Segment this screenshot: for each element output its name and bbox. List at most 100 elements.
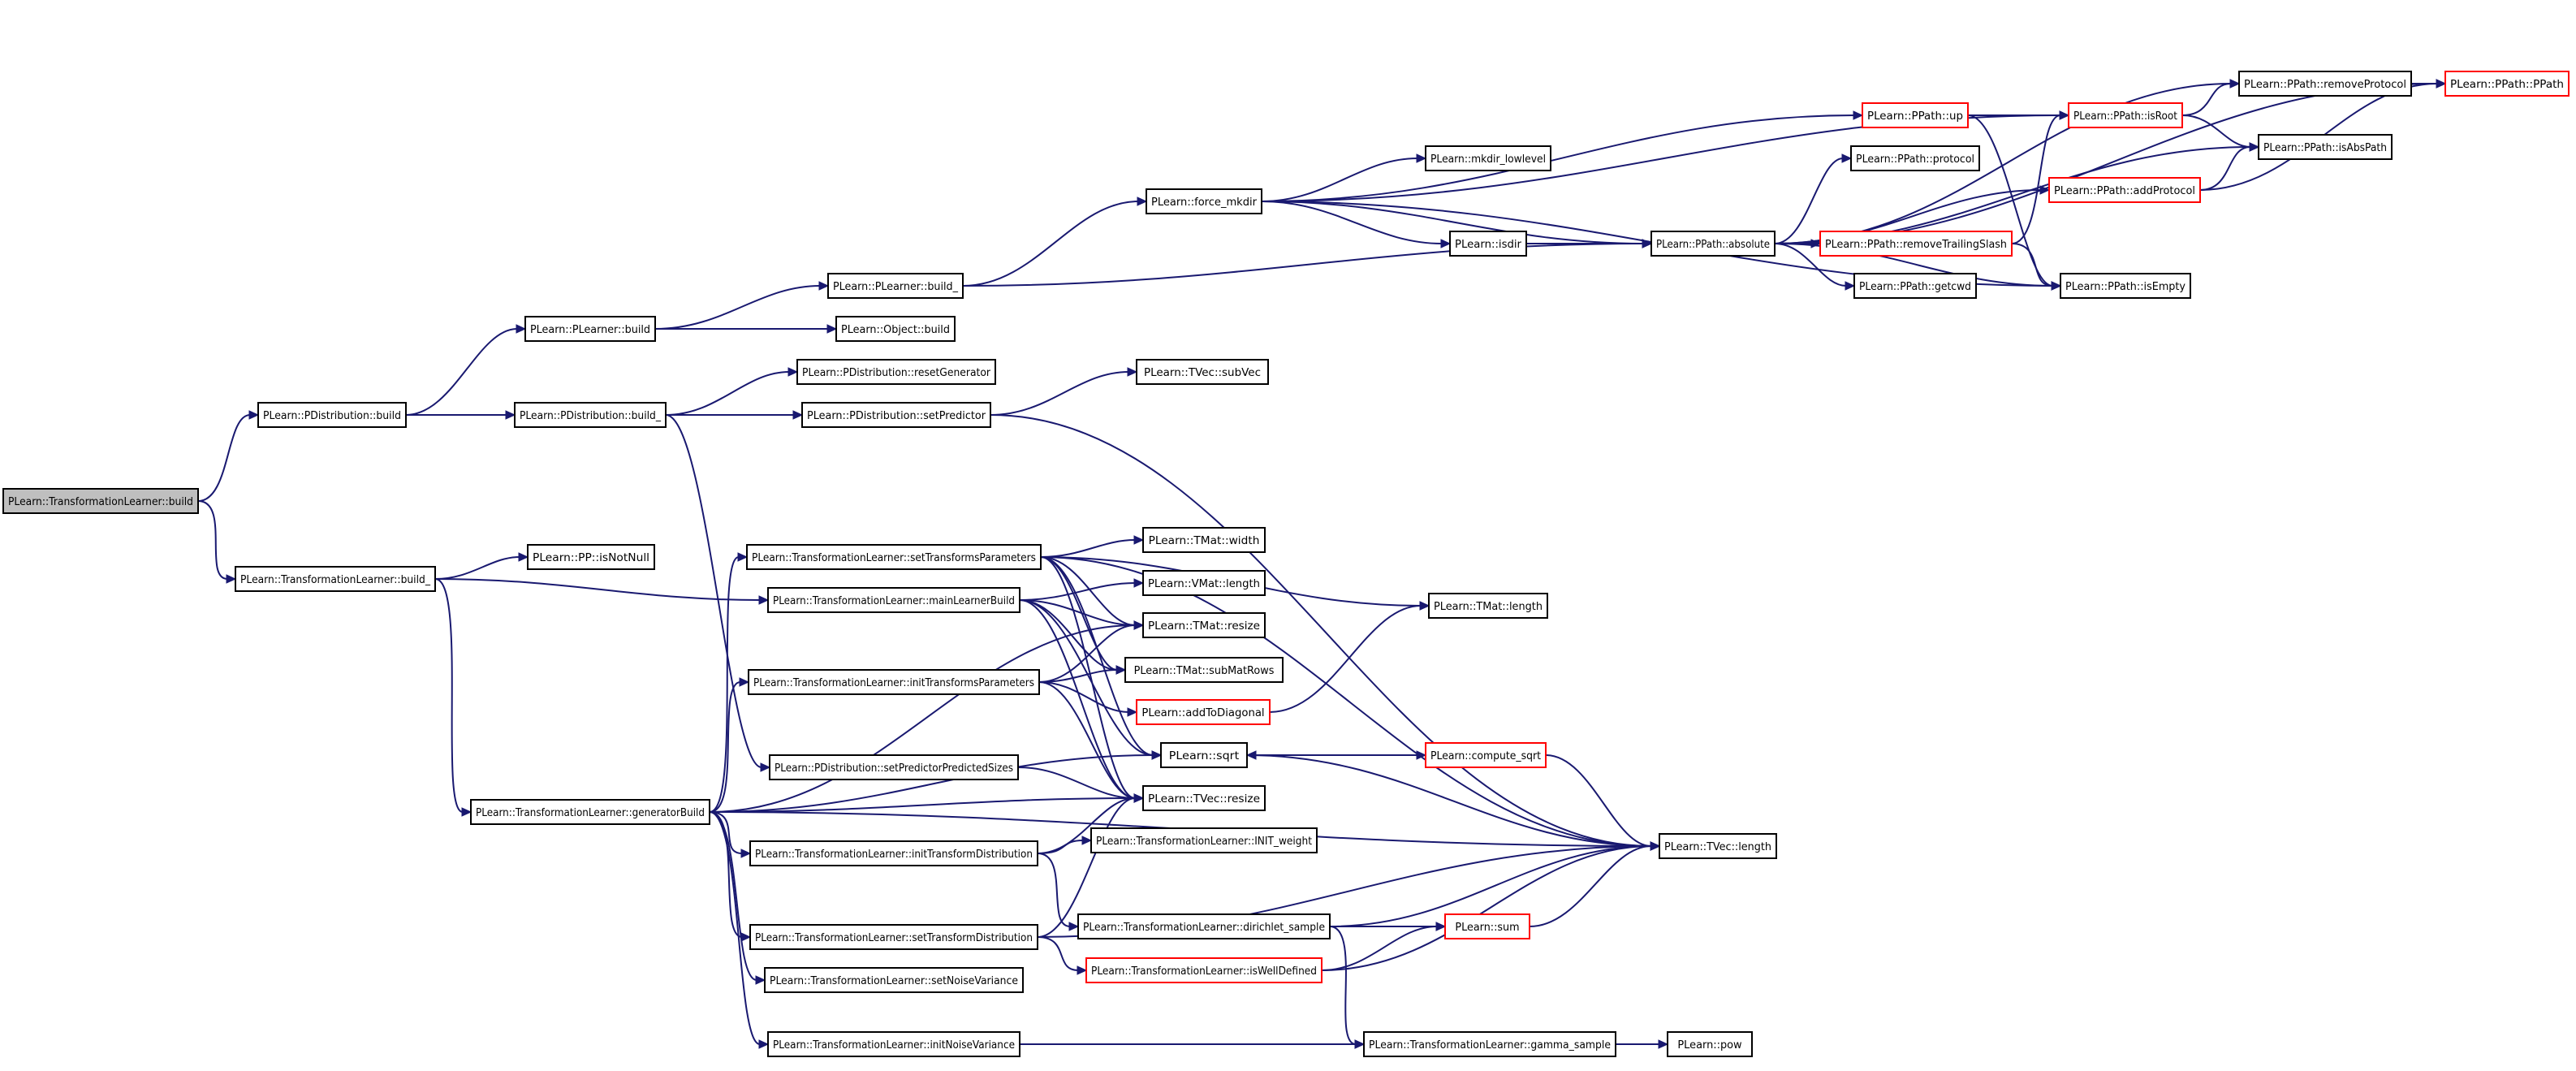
- node-box[interactable]: [1449, 231, 1527, 257]
- node-pd-resetgen[interactable]: PLearn::PDistribution::resetGenerator: [796, 359, 996, 385]
- node-box[interactable]: [1819, 231, 2013, 257]
- node-pd-build-[interactable]: PLearn::PDistribution::build_: [514, 402, 667, 428]
- node-box[interactable]: [764, 967, 1024, 993]
- node-pp-getcwd[interactable]: PLearn::PPath::getcwd: [1853, 273, 1977, 299]
- node-box[interactable]: [801, 402, 991, 428]
- node-pd-build[interactable]: PLearn::PDistribution::build: [257, 402, 407, 428]
- node-tl-inittd[interactable]: PLearn::TransformationLearner::initTrans…: [749, 840, 1038, 866]
- node-tl-initnv[interactable]: PLearn::TransformationLearner::initNoise…: [767, 1031, 1020, 1057]
- node-box[interactable]: [2068, 102, 2183, 128]
- node-box[interactable]: [767, 587, 1020, 613]
- node-tl-inittp[interactable]: PLearn::TransformationLearner::initTrans…: [748, 669, 1040, 695]
- node-box[interactable]: [749, 924, 1038, 950]
- node-tmat-resize[interactable]: PLearn::TMat::resize: [1142, 612, 1266, 638]
- node-compute-sqrt[interactable]: PLearn::compute_sqrt: [1425, 742, 1547, 768]
- node-box[interactable]: [827, 273, 964, 299]
- node-box[interactable]: [767, 1031, 1020, 1057]
- node-box[interactable]: [1659, 833, 1777, 859]
- node-tvec-length[interactable]: PLearn::TVec::length: [1659, 833, 1777, 859]
- node-box[interactable]: [1136, 359, 1269, 385]
- node-pow[interactable]: PLearn::pow: [1667, 1031, 1753, 1057]
- node-box[interactable]: [514, 402, 667, 428]
- node-tmat-submatrows[interactable]: PLearn::TMat::subMatRows: [1124, 657, 1284, 683]
- node-box[interactable]: [1850, 145, 1980, 171]
- node-obj-build[interactable]: PLearn::Object::build: [835, 316, 956, 342]
- node-tl-build[interactable]: PLearn::TransformationLearner::build: [2, 488, 199, 514]
- node-tvec-subvec[interactable]: PLearn::TVec::subVec: [1136, 359, 1269, 385]
- node-box[interactable]: [1425, 742, 1547, 768]
- node-box[interactable]: [1444, 913, 1530, 939]
- node-pp-ppath[interactable]: PLearn::PPath::PPath: [2444, 71, 2570, 97]
- node-box[interactable]: [1142, 612, 1266, 638]
- node-box[interactable]: [1146, 188, 1262, 214]
- node-sqrt[interactable]: PLearn::sqrt: [1160, 742, 1248, 768]
- node-tl-gamma[interactable]: PLearn::TransformationLearner::gamma_sam…: [1363, 1031, 1616, 1057]
- node-box[interactable]: [2, 488, 199, 514]
- node-box[interactable]: [2060, 273, 2191, 299]
- node-pd-setpps[interactable]: PLearn::PDistribution::setPredictorPredi…: [769, 754, 1019, 780]
- node-pp-addprotocol[interactable]: PLearn::PPath::addProtocol: [2048, 177, 2201, 203]
- node-box[interactable]: [749, 840, 1038, 866]
- node-tl-setnv[interactable]: PLearn::TransformationLearner::setNoiseV…: [764, 967, 1024, 993]
- node-box[interactable]: [1425, 145, 1551, 171]
- node-box[interactable]: [524, 316, 656, 342]
- node-tl-settp[interactable]: PLearn::TransformationLearner::setTransf…: [746, 544, 1042, 570]
- node-pp-isabspath[interactable]: PLearn::PPath::isAbsPath: [2258, 134, 2393, 160]
- node-tl-genbuild[interactable]: PLearn::TransformationLearner::generator…: [470, 799, 710, 825]
- node-tl-dirichlet[interactable]: PLearn::TransformationLearner::dirichlet…: [1077, 913, 1331, 939]
- node-box[interactable]: [1090, 827, 1318, 853]
- node-mkdir-low[interactable]: PLearn::mkdir_lowlevel: [1425, 145, 1551, 171]
- node-box[interactable]: [527, 544, 655, 570]
- node-box[interactable]: [1853, 273, 1977, 299]
- node-box[interactable]: [470, 799, 710, 825]
- node-addtodiag[interactable]: PLearn::addToDiagonal: [1136, 699, 1271, 725]
- node-pd-setpred[interactable]: PLearn::PDistribution::setPredictor: [801, 402, 991, 428]
- node-box[interactable]: [1085, 957, 1323, 983]
- node-tvec-resize[interactable]: PLearn::TVec::resize: [1142, 785, 1266, 811]
- node-box[interactable]: [1077, 913, 1331, 939]
- node-pp-absolute[interactable]: PLearn::PPath::absolute: [1650, 231, 1776, 257]
- node-box[interactable]: [1160, 742, 1248, 768]
- node-box[interactable]: [1363, 1031, 1616, 1057]
- node-pl-build-[interactable]: PLearn::PLearner::build_: [827, 273, 964, 299]
- node-tl-settd[interactable]: PLearn::TransformationLearner::setTransf…: [749, 924, 1038, 950]
- node-pp-isempty[interactable]: PLearn::PPath::isEmpty: [2060, 273, 2191, 299]
- node-tl-init-weight[interactable]: PLearn::TransformationLearner::INIT_weig…: [1090, 827, 1318, 853]
- node-box[interactable]: [1124, 657, 1284, 683]
- node-box[interactable]: [1142, 527, 1266, 553]
- node-pp-up[interactable]: PLearn::PPath::up: [1862, 102, 1969, 128]
- node-box[interactable]: [1667, 1031, 1753, 1057]
- node-pp-removeprotocol[interactable]: PLearn::PPath::removeProtocol: [2238, 71, 2412, 97]
- node-box[interactable]: [1862, 102, 1969, 128]
- node-box[interactable]: [1650, 231, 1776, 257]
- node-box[interactable]: [1142, 785, 1266, 811]
- node-isdir[interactable]: PLearn::isdir: [1449, 231, 1527, 257]
- node-box[interactable]: [796, 359, 996, 385]
- node-pp-removetrailing[interactable]: PLearn::PPath::removeTrailingSlash: [1819, 231, 2013, 257]
- node-tl-mainlb[interactable]: PLearn::TransformationLearner::mainLearn…: [767, 587, 1020, 613]
- node-box[interactable]: [1428, 593, 1548, 619]
- node-box[interactable]: [1136, 699, 1271, 725]
- node-pp-protocol[interactable]: PLearn::PPath::protocol: [1850, 145, 1980, 171]
- node-sum[interactable]: PLearn::sum: [1444, 913, 1530, 939]
- node-pp-isroot[interactable]: PLearn::PPath::isRoot: [2068, 102, 2183, 128]
- node-box[interactable]: [2258, 134, 2393, 160]
- node-force-mkdir[interactable]: PLearn::force_mkdir: [1146, 188, 1262, 214]
- node-pl-build[interactable]: PLearn::PLearner::build: [524, 316, 656, 342]
- node-box[interactable]: [835, 316, 956, 342]
- node-box[interactable]: [2048, 177, 2201, 203]
- node-tl-build-[interactable]: PLearn::TransformationLearner::build_: [235, 566, 436, 592]
- node-vmat-length[interactable]: PLearn::VMat::length: [1142, 570, 1266, 596]
- node-box[interactable]: [746, 544, 1042, 570]
- node-pp-isnotnull[interactable]: PLearn::PP::isNotNull: [527, 544, 655, 570]
- node-box[interactable]: [748, 669, 1040, 695]
- node-tl-iswelldef[interactable]: PLearn::TransformationLearner::isWellDef…: [1085, 957, 1323, 983]
- node-tmat-width[interactable]: PLearn::TMat::width: [1142, 527, 1266, 553]
- node-box[interactable]: [257, 402, 407, 428]
- node-box[interactable]: [235, 566, 436, 592]
- node-box[interactable]: [2238, 71, 2412, 97]
- node-box[interactable]: [1142, 570, 1266, 596]
- node-box[interactable]: [2444, 71, 2570, 97]
- node-tmat-length[interactable]: PLearn::TMat::length: [1428, 593, 1548, 619]
- node-box[interactable]: [769, 754, 1019, 780]
